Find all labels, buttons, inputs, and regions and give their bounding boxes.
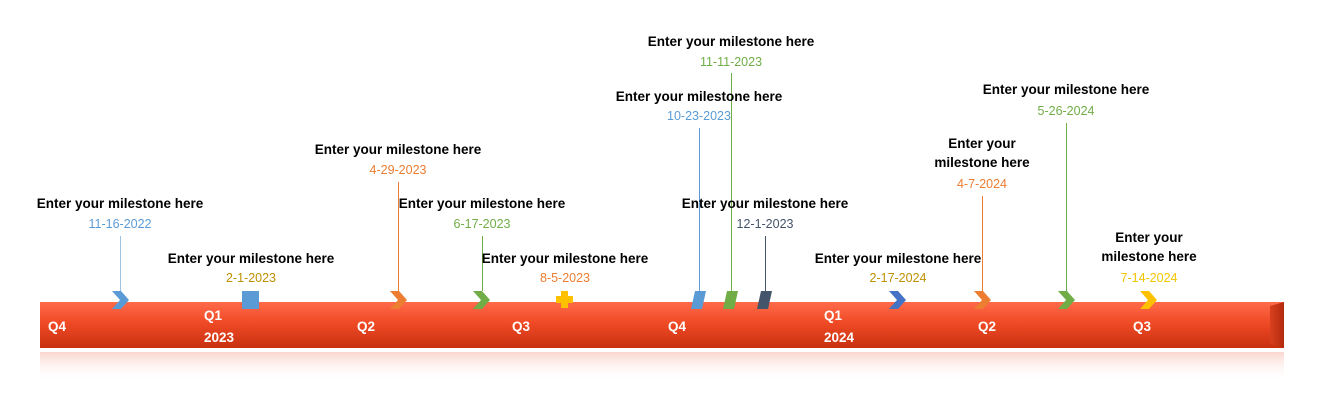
milestone-title: Enter your milestone here <box>647 34 815 49</box>
quarter-label: Q2 <box>978 319 997 334</box>
plus-marker-icon <box>556 291 573 308</box>
connector-line <box>982 196 983 291</box>
milestone-title: Enter your milestone here <box>314 142 482 157</box>
connector-line <box>699 128 700 291</box>
chevron-marker-icon <box>112 291 129 309</box>
milestone-title: Enter your milestone here <box>36 196 204 211</box>
milestone-title: Enter your milestone here <box>934 136 1030 170</box>
square-marker-icon <box>242 291 259 309</box>
connector-line <box>120 236 121 291</box>
milestone-title: Enter your milestone here <box>481 251 649 266</box>
chevron-marker-icon <box>889 291 906 309</box>
chevron-marker-icon <box>390 291 407 309</box>
quarter-label: Q4 <box>668 319 687 334</box>
milestone-date: 4-7-2024 <box>956 177 1008 191</box>
milestone-date: 12-1-2023 <box>736 217 794 231</box>
parallelogram-marker-icon <box>757 291 772 309</box>
milestone-title: Enter your milestone here <box>398 196 566 211</box>
quarter-label: Q1 <box>204 308 223 323</box>
milestone-title: Enter your milestone here <box>615 89 783 104</box>
milestone-date: 6-17-2023 <box>453 217 511 231</box>
milestone-date: 10-23-2023 <box>667 109 731 123</box>
milestone-title: Enter your milestone here <box>814 251 982 266</box>
milestone-date: 8-5-2023 <box>539 271 591 285</box>
milestone-date: 4-29-2023 <box>369 163 427 177</box>
milestone-title: Enter your milestone here <box>982 82 1150 97</box>
connector-line <box>731 73 732 291</box>
parallelogram-marker-icon <box>691 291 706 309</box>
chevron-marker-icon <box>974 291 991 309</box>
milestone-title: Enter your milestone here <box>681 196 849 211</box>
quarter-year-label: 2023 <box>204 330 235 345</box>
connector-line <box>765 236 766 291</box>
chevron-marker-icon <box>1140 291 1157 309</box>
milestone-date: 2-17-2024 <box>869 271 927 285</box>
milestone-date: 7-14-2024 <box>1120 271 1178 285</box>
quarter-label: Q1 <box>824 308 843 323</box>
timeline-bar <box>40 302 1284 348</box>
quarter-label: Q2 <box>357 319 376 334</box>
milestone-date: 11-11-2023 <box>699 55 763 69</box>
quarter-label: Q3 <box>1133 319 1152 334</box>
chevron-marker-icon <box>1058 291 1075 309</box>
timeline-bar-end <box>1270 302 1284 348</box>
quarter-label: Q4 <box>48 319 67 334</box>
chevron-marker-icon <box>473 291 490 309</box>
milestone-date: 5-26-2024 <box>1037 104 1095 118</box>
milestone-title: Enter your milestone here <box>1101 230 1197 264</box>
connector-line <box>1066 123 1067 291</box>
parallelogram-marker-icon <box>723 291 738 309</box>
milestone-date: 2-1-2023 <box>225 271 277 285</box>
timeline-bar-reflection <box>40 352 1284 382</box>
milestone-date: 11-16-2022 <box>88 217 152 231</box>
connector-line <box>482 236 483 291</box>
connector-line <box>398 182 399 291</box>
quarter-label: Q3 <box>512 319 531 334</box>
milestone-title: Enter your milestone here <box>167 251 335 266</box>
quarter-year-label: 2024 <box>824 330 855 345</box>
